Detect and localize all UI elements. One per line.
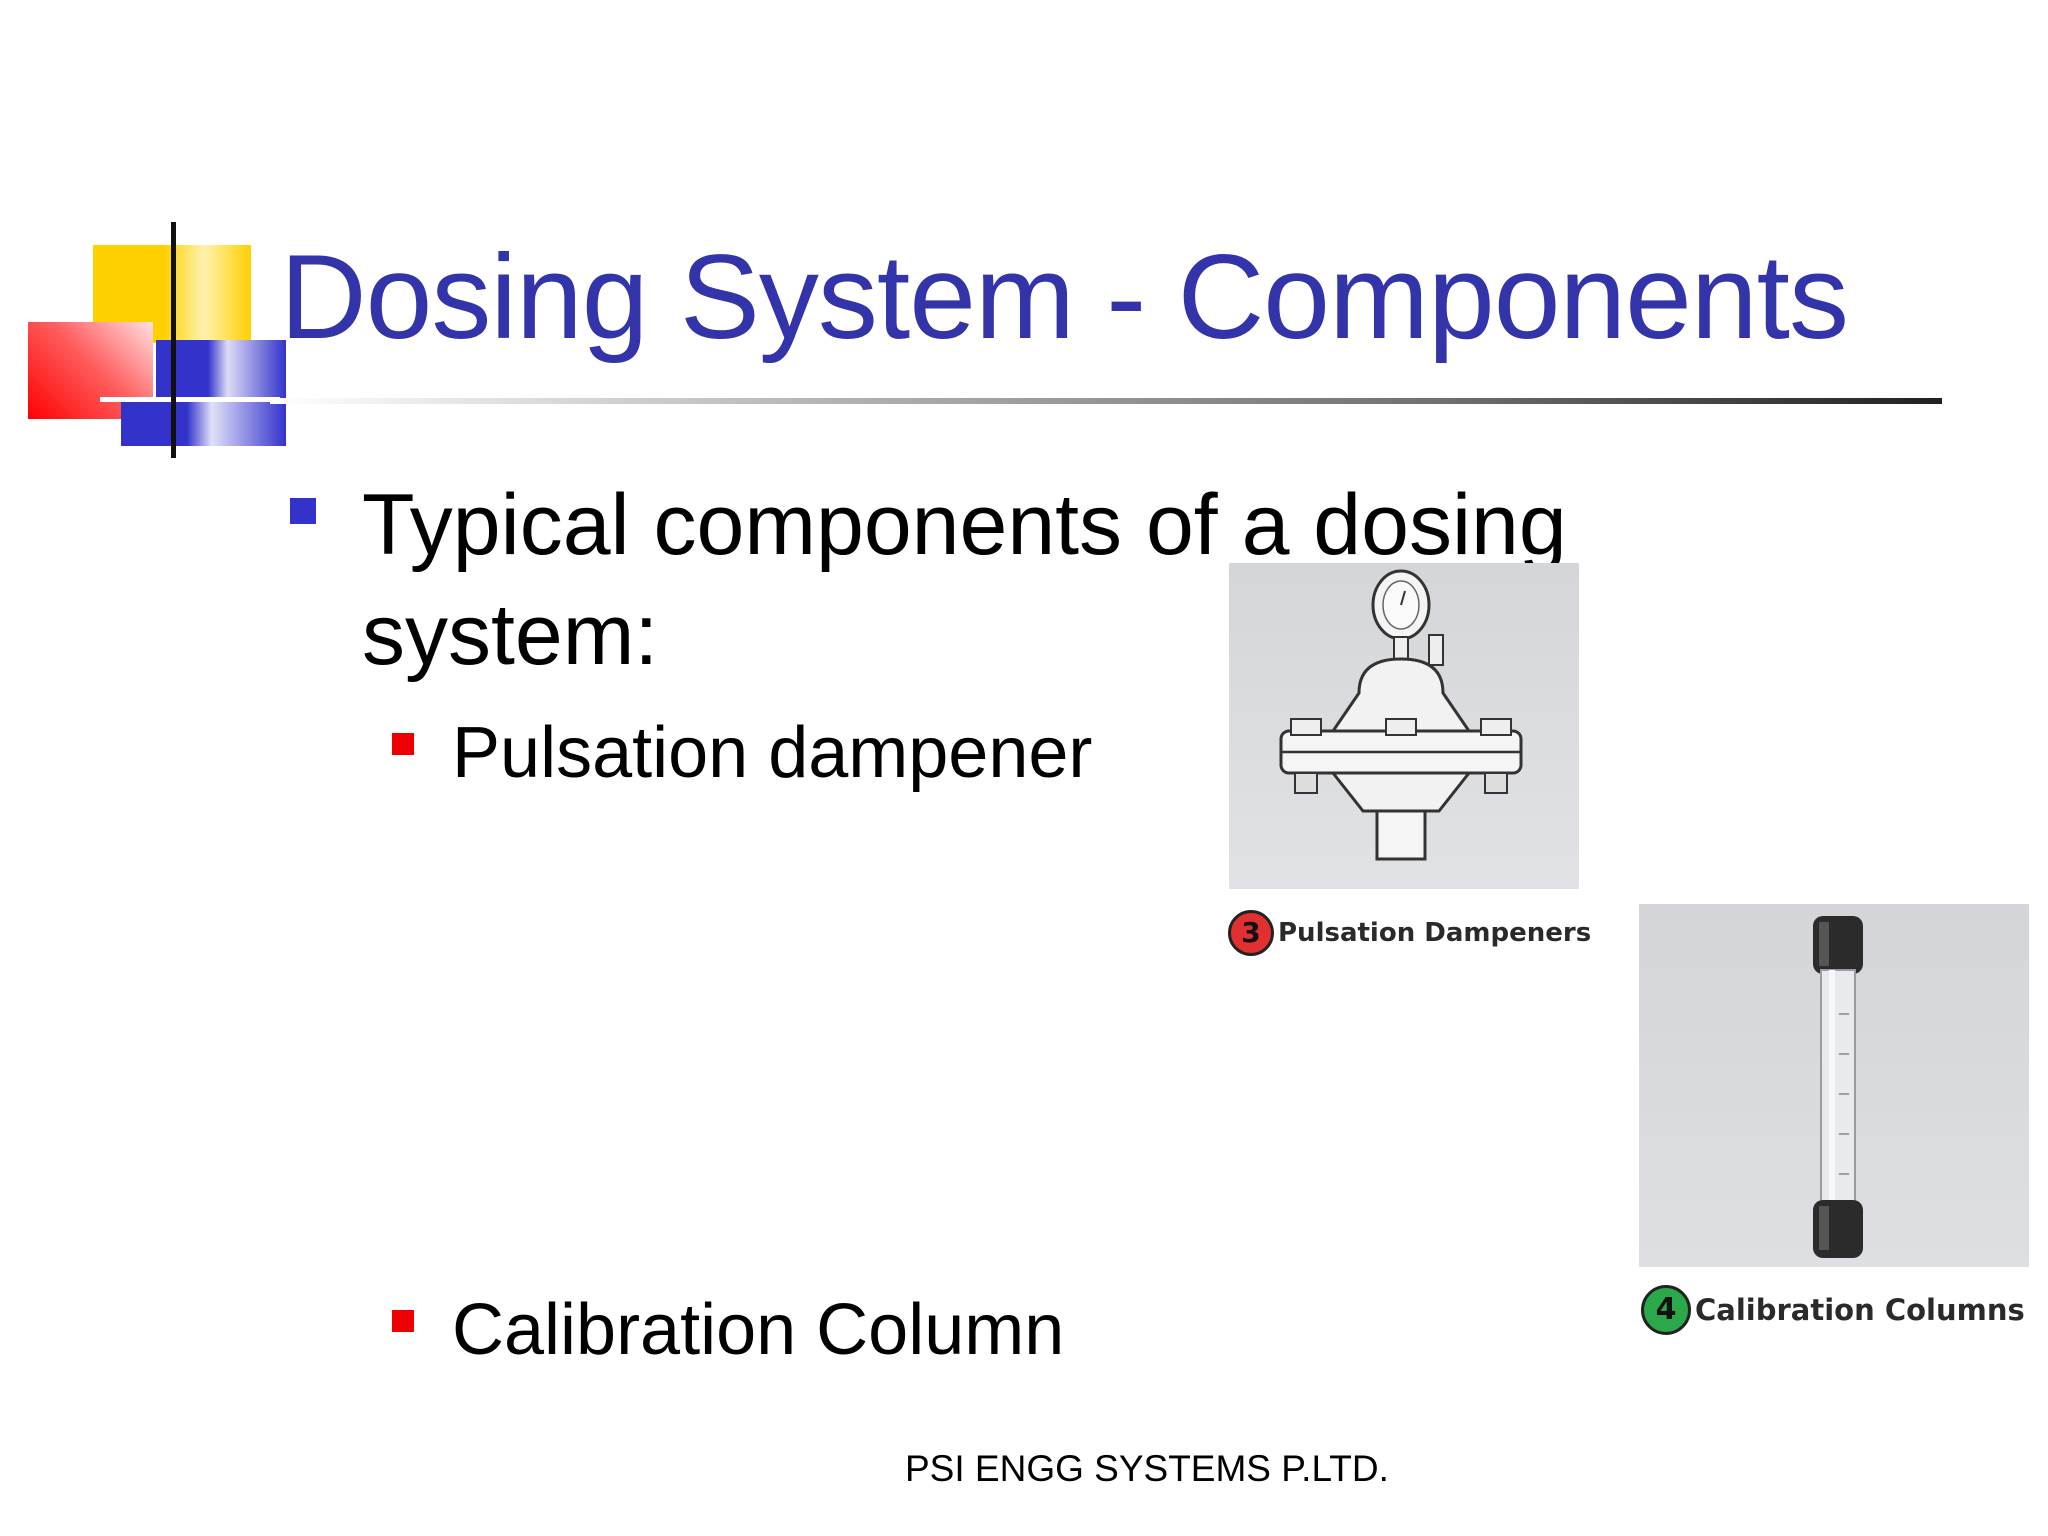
pulsation-dampeners-caption: 3 Pulsation Dampeners: [1228, 910, 1591, 956]
bullet-square-red: [392, 1310, 414, 1332]
logo-horizontal-line: [100, 397, 280, 402]
caption-text: Calibration Columns: [1695, 1293, 2025, 1327]
decorative-logo: [0, 0, 300, 470]
bullet-typical-components: Typical components of a dosing system:: [362, 470, 1567, 690]
bullet-square-blue: [290, 498, 316, 524]
calibration-columns-caption: 4 Calibration Columns: [1641, 1285, 2025, 1335]
sub-bullet-calibration-column: Calibration Column: [452, 1290, 1065, 1370]
footer-company-name: PSI ENGG SYSTEMS P.LTD.: [905, 1448, 1389, 1489]
pulsation-dampener-icon: [1279, 569, 1523, 861]
calibration-column-icon: [1813, 916, 1863, 1258]
caption-text: Pulsation Dampeners: [1278, 918, 1592, 948]
logo-vertical-line: [171, 222, 176, 458]
blue-block-top: [156, 340, 286, 400]
pulsation-dampener-image: [1229, 563, 1579, 889]
title-underline: [270, 398, 1942, 404]
calibration-column-image: [1639, 904, 2029, 1267]
blue-block-bottom: [121, 400, 286, 446]
bullet-square-red: [392, 733, 414, 755]
slide-title: Dosing System - Components: [280, 230, 1849, 364]
caption-number-badge: 4: [1641, 1285, 1691, 1335]
bullet-text-continuation: system:: [362, 587, 659, 683]
sub-bullet-pulsation-dampener: Pulsation dampener: [452, 713, 1093, 793]
caption-number-badge: 3: [1228, 910, 1274, 956]
bullet-text: Typical components of a dosing: [362, 477, 1567, 573]
